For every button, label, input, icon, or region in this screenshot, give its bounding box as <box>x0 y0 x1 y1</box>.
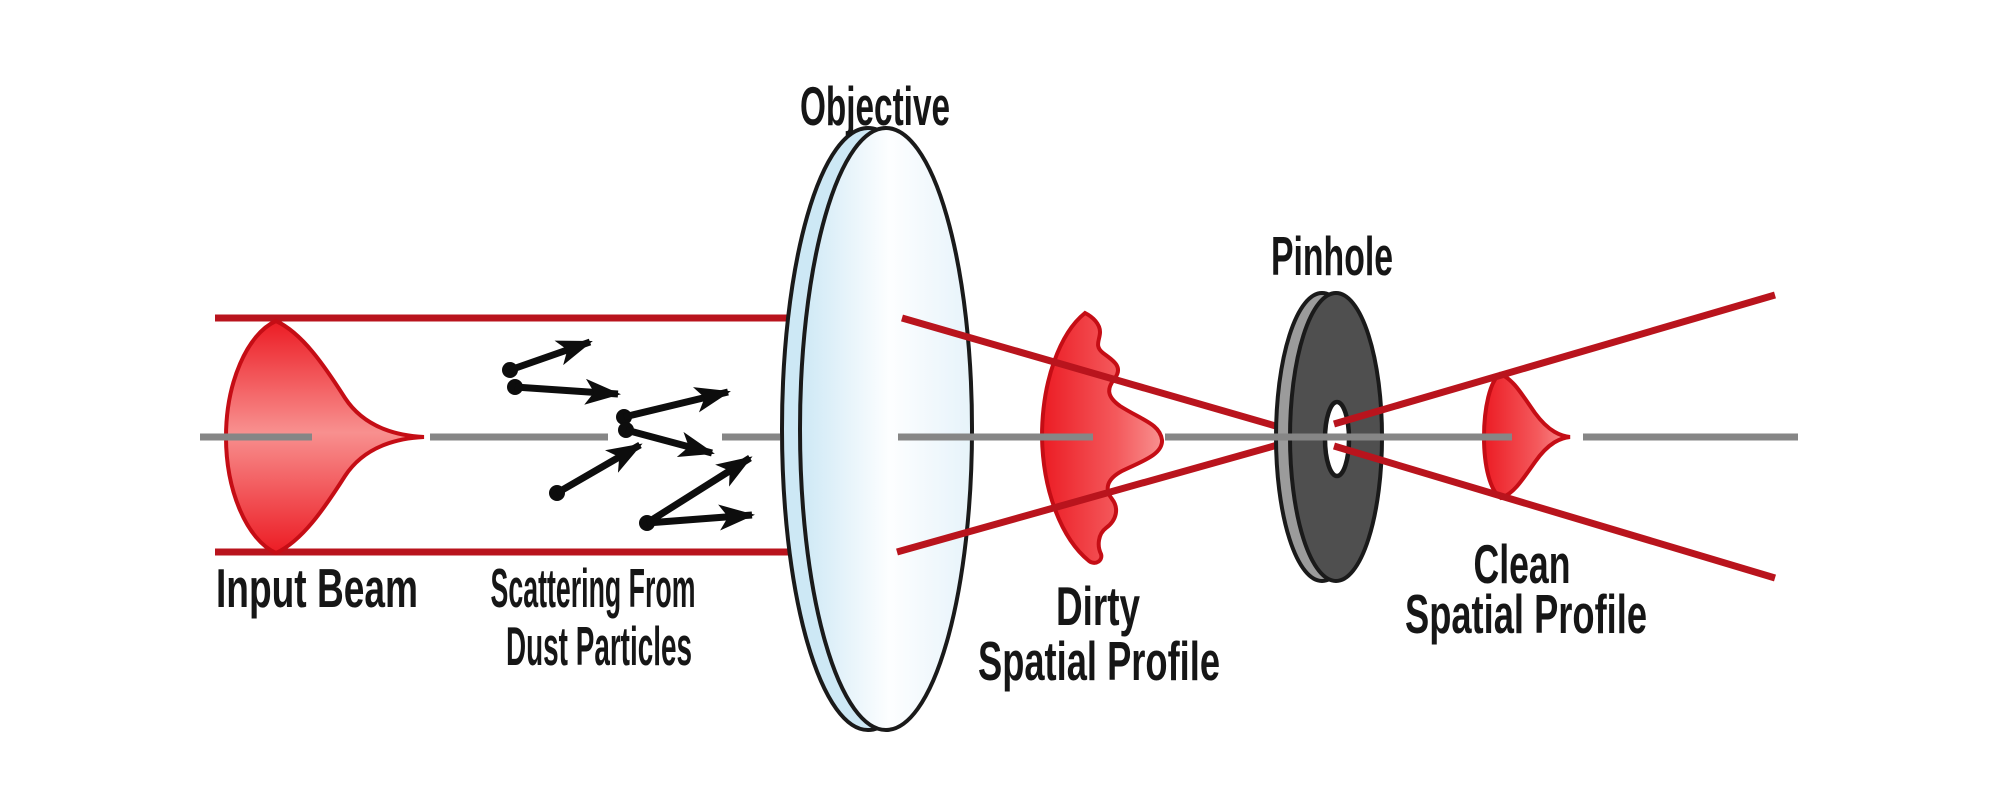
scatter-arrow <box>646 504 755 531</box>
scatter-arrow <box>508 338 593 374</box>
scatter-arrow <box>514 378 621 405</box>
dirty-profile-label-line1: Dirty <box>1056 575 1140 637</box>
objective-label: Objective <box>800 75 950 137</box>
pinhole-label: Pinhole <box>1271 225 1393 287</box>
clean-profile-label-line1: Clean <box>1474 533 1571 595</box>
ray-converging-top <box>901 314 1339 448</box>
scatter-arrow <box>623 387 731 421</box>
scattering-arrows <box>502 338 755 531</box>
objective-lens <box>780 126 974 732</box>
input-beam-label: Input Beam <box>216 557 418 619</box>
ray-diverging-top <box>1333 291 1776 428</box>
ray-converging-bottom <box>896 424 1339 556</box>
scatter-arrow <box>555 441 643 497</box>
scatter-arrow <box>645 455 753 526</box>
objective-lens-front <box>798 126 974 732</box>
ray-diverging-bottom <box>1332 442 1777 582</box>
clean-profile-label-line2: Spatial Profile <box>1405 583 1647 645</box>
scattering-label-line2: Dust Particles <box>506 615 692 677</box>
scatter-arrow <box>625 426 715 458</box>
dirty-profile-label-line2: Spatial Profile <box>978 630 1220 692</box>
scattering-label-line1: Scattering From <box>491 557 696 619</box>
